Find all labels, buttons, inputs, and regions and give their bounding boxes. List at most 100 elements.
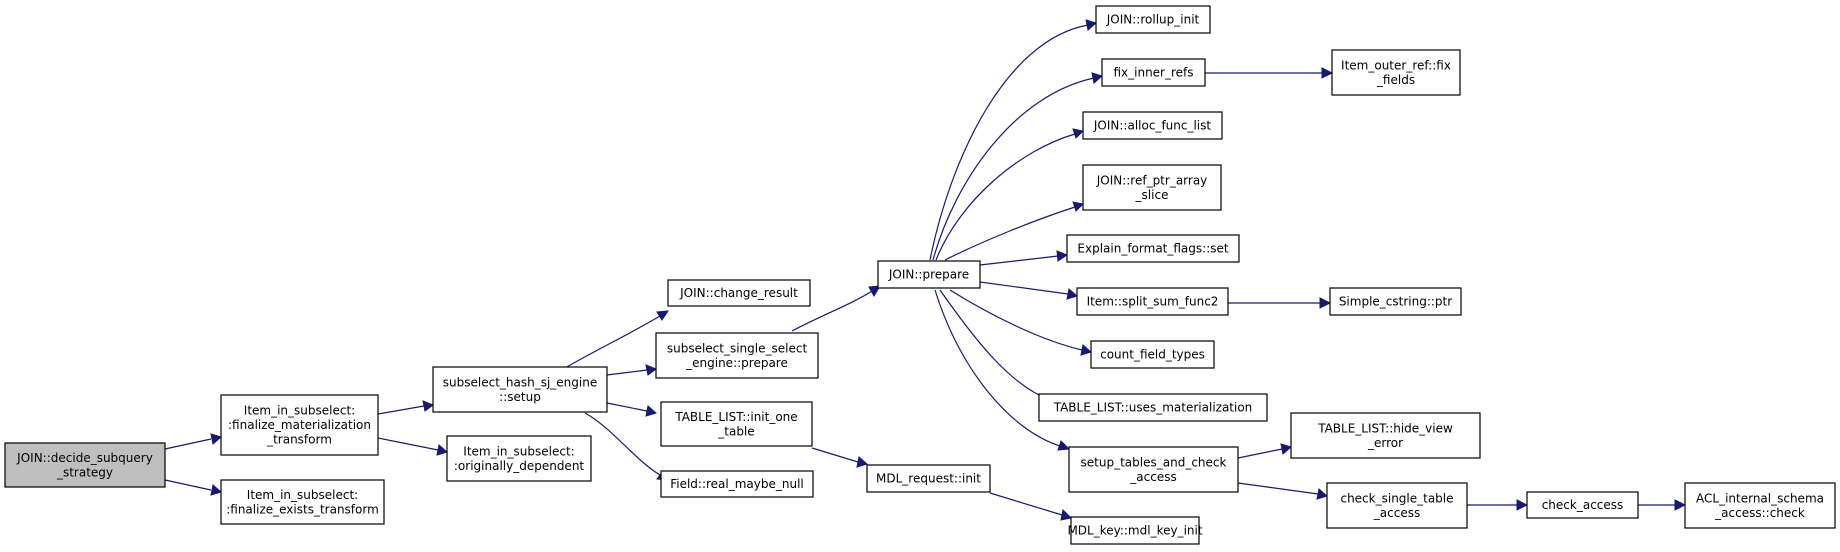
node-table-list-hide-view-error[interactable]: TABLE_LIST::hide_view_error [1290,412,1481,459]
node-originally-dependent[interactable]: Item_in_subselect::originally_dependent [446,435,592,482]
node-single-select-engine-prepare[interactable]: subselect_single_select_engine::prepare [655,332,819,379]
node-label-line: _slice [1135,188,1169,202]
node-box [1095,5,1211,34]
node-box [446,435,592,482]
edge-hash-setup-to-real-maybe-null [584,412,669,481]
node-label-line: Field::real_maybe_null [670,477,804,491]
node-box [877,260,981,289]
edge-join-prepare-to-uses-materialization [939,289,1060,406]
node-box [1331,49,1461,96]
node-count-field-types[interactable]: count_field_types [1090,340,1215,369]
node-label-line: :finalize_materialization [228,418,371,432]
node-label-line: _strategy [56,465,113,479]
node-box [1101,58,1206,87]
node-join-ref-ptr-array-slice[interactable]: JOIN::ref_ptr_array_slice [1082,164,1222,211]
node-mdl-key-init[interactable]: MDL_key::mdl_key_init [1067,516,1203,545]
node-label-line: JOIN::ref_ptr_array [1096,173,1208,187]
edge-hash-setup-to-init-one-table [606,402,658,417]
edge-fix-inner-refs-to-outer-ref-fix [1205,67,1334,79]
node-box [1526,491,1639,519]
node-label-line: JOIN::alloc_func_list [1093,119,1212,133]
node-box [1684,482,1836,529]
node-label-line: count_field_types [1100,348,1205,362]
node-subselect-hash-sj-engine-setup[interactable]: subselect_hash_sj_engine::setup [432,366,608,413]
node-finalize-materialization-transform[interactable]: Item_in_subselect::finalize_materializat… [220,394,379,456]
node-box [1082,111,1223,140]
node-label-line: check_access [1542,498,1624,512]
node-box [660,470,814,498]
node-label-line: setup_tables_and_check [1081,455,1227,469]
node-box [1038,393,1268,422]
node-label-line: _access [1373,506,1420,520]
node-label-line: JOIN::prepare [888,268,969,282]
node-mdl-request-init[interactable]: MDL_request::init [866,464,991,493]
node-acl-internal-schema-access-check[interactable]: ACL_internal_schema_access::check [1684,482,1836,529]
edge-setup-tables-to-check-single [1237,482,1329,500]
edge-check-access-to-acl-check [1638,499,1687,511]
node-box [1068,446,1239,493]
node-box [1070,516,1200,545]
node-label-line: ::setup [499,390,541,404]
node-box [1090,340,1215,369]
node-join-change-result[interactable]: JOIN::change_result [667,279,811,307]
node-label-line: _transform [266,433,332,447]
edge-mdl-init-to-mdl-key-init [989,492,1073,521]
node-box [4,442,166,488]
node-check-access[interactable]: check_access [1526,491,1639,519]
edge-finalize-materialization-to-originally-dependent [377,437,449,456]
node-label-line: :originally_dependent [454,459,585,473]
edge-finalize-materialization-to-hash-setup [377,400,435,415]
node-label-line: Item_in_subselect: [463,444,574,458]
node-simple-cstring-ptr[interactable]: Simple_cstring::ptr [1329,287,1462,316]
node-join-rollup-init[interactable]: JOIN::rollup_init [1095,5,1211,34]
edge-setup-tables-to-hide-view-error [1237,443,1293,459]
node-join-prepare[interactable]: JOIN::prepare [877,260,981,289]
node-label-line: Item::split_sum_func2 [1087,295,1219,309]
edge-join-prepare-to-alloc-func-list [935,128,1085,261]
node-label-line: _engine::prepare [685,356,788,370]
node-label-line: JOIN::change_result [679,286,798,300]
node-table-list-init-one-table[interactable]: TABLE_LIST::init_one_table [660,401,813,447]
node-box [1329,287,1462,316]
node-label-line: Explain_format_flags::set [1077,242,1228,256]
edge-join-prepare-to-split-sum [979,281,1079,300]
node-table-list-uses-materialization[interactable]: TABLE_LIST::uses_materialization [1038,393,1268,422]
node-explain-format-flags-set[interactable]: Explain_format_flags::set [1066,234,1240,263]
node-finalize-exists-transform[interactable]: Item_in_subselect::finalize_exists_trans… [220,479,385,525]
node-label-line: ACL_internal_schema [1696,491,1824,505]
node-label-line: _access [1129,470,1176,484]
edge-join-prepare-to-setup-tables [934,289,1071,451]
node-label-line: _table [717,424,754,438]
edge-hash-setup-to-change-result [559,310,669,372]
edge-join-prepare-to-count-field [949,289,1093,356]
node-fix-inner-refs[interactable]: fix_inner_refs [1101,58,1206,87]
node-field-real-maybe-null[interactable]: Field::real_maybe_null [660,470,814,498]
node-label-line: _access::check [1714,506,1805,520]
node-check-single-table-access[interactable]: check_single_table_access [1326,482,1468,529]
node-label-line: :finalize_exists_transform [226,502,379,516]
node-label-line: Item_in_subselect: [244,404,355,418]
node-label-line: TABLE_LIST::hide_view [1317,421,1453,435]
node-label-line: Item_in_subselect: [247,488,358,502]
node-label-line: JOIN::decide_subquery [16,451,153,465]
node-join-alloc-func-list[interactable]: JOIN::alloc_func_list [1082,111,1223,140]
node-box [432,366,608,413]
node-box [655,332,819,379]
node-item-split-sum-func2[interactable]: Item::split_sum_func2 [1076,287,1229,316]
edge-split-sum-to-cstring-ptr [1228,297,1332,309]
node-label-line: _error [1367,436,1403,450]
edge-join-prepare-to-rollup-init [929,19,1098,261]
node-item-outer-ref-fix-fields[interactable]: Item_outer_ref::fix_fields [1331,49,1461,96]
node-box [1082,164,1222,211]
edge-join-prepare-to-fix-inner-refs [932,72,1104,261]
edge-decide-to-finalize-exists [164,479,223,496]
node-label-line: JOIN::rollup_init [1106,13,1200,27]
edge-check-single-to-check-access [1467,499,1529,511]
node-box [220,394,379,456]
node-setup-tables-and-check-access[interactable]: setup_tables_and_check_access [1068,446,1239,493]
node-box [1076,287,1229,316]
node-box [667,279,811,307]
node-label-line: TABLE_LIST::init_one [674,410,797,424]
node-join-decide-subquery-strategy[interactable]: JOIN::decide_subquery_strategy [4,442,166,488]
